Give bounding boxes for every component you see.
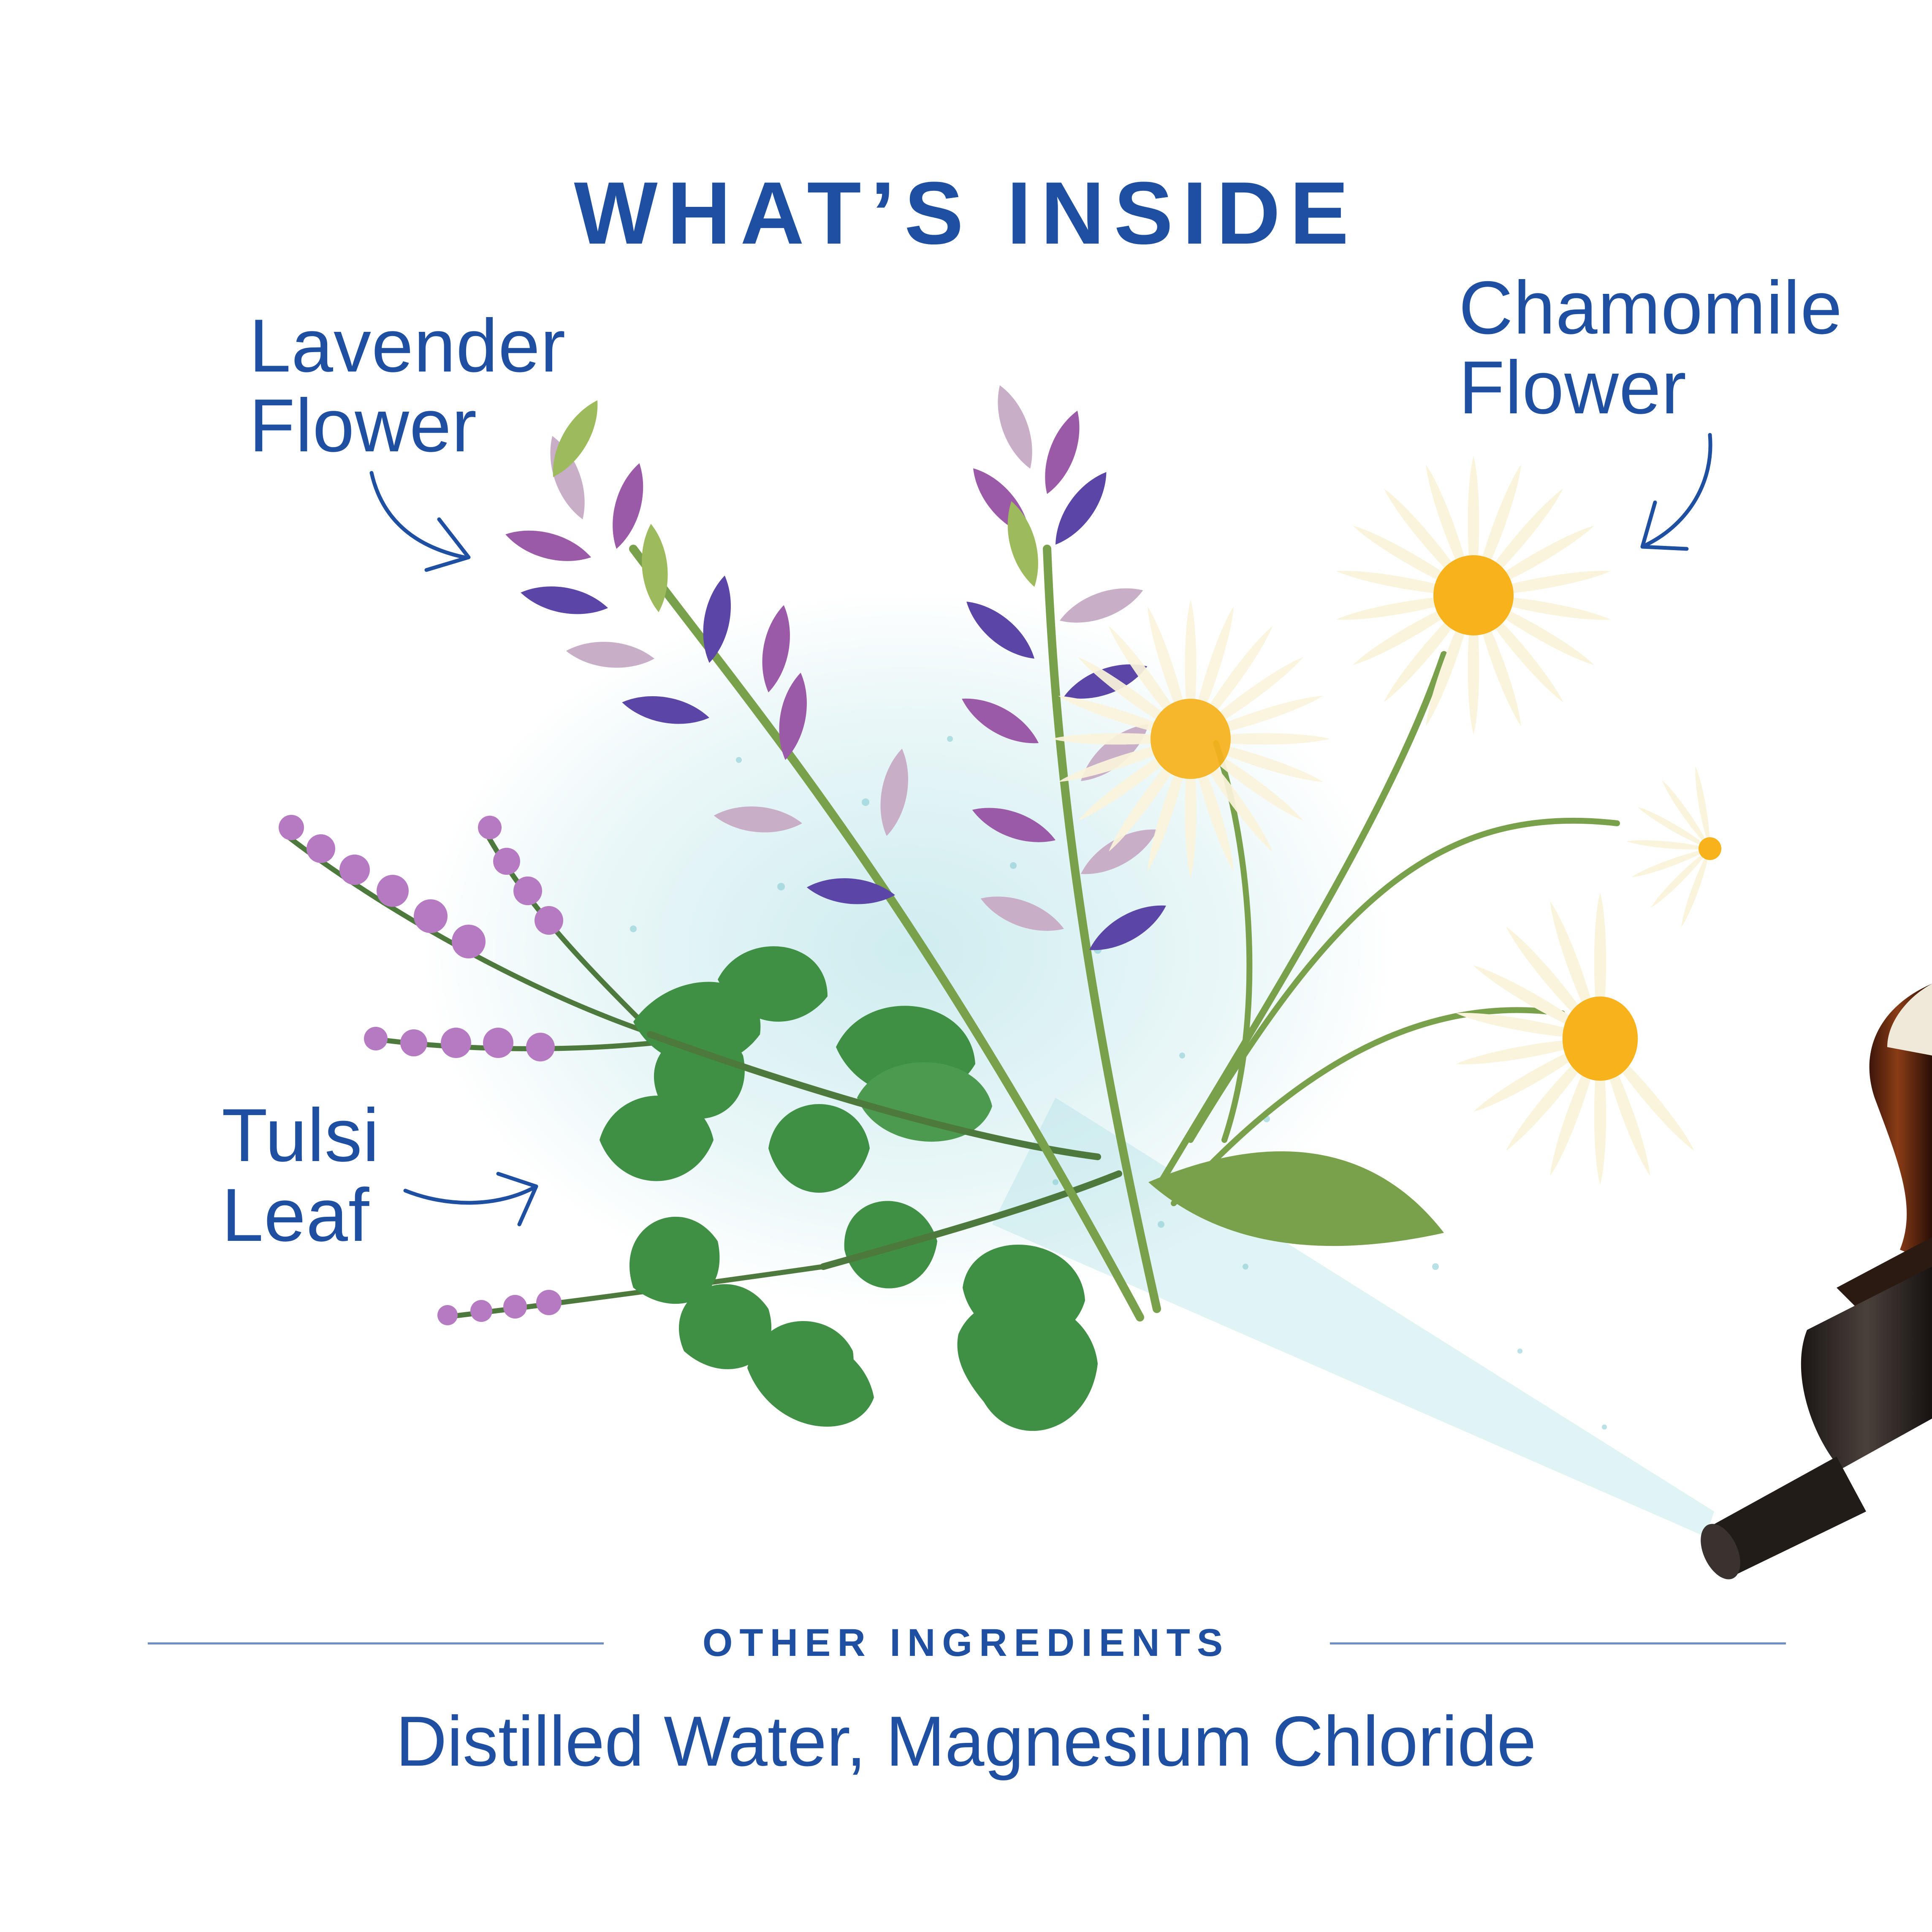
other-ingredients-heading: OTHER INGREDIENTS	[702, 1621, 1230, 1664]
divider	[148, 1642, 604, 1644]
page-title: WHAT’S INSIDE	[574, 163, 1358, 263]
ingredient-label-line: Leaf	[222, 1172, 370, 1257]
spray-bottle-image	[1701, 984, 1932, 1579]
arrow-icon	[403, 1172, 538, 1226]
ingredient-label-line: Chamomile	[1459, 266, 1843, 350]
chamomile-flowers	[1051, 456, 1721, 1185]
stems	[629, 545, 1620, 1321]
ingredient-label-line: Flower	[1459, 345, 1687, 429]
ingredient-label-line: Flower	[249, 383, 478, 467]
ingredient-label-chamomile: Chamomile Flower	[1459, 268, 1842, 427]
base-leaf	[1148, 1151, 1444, 1246]
tulsi-flowers	[279, 815, 563, 1325]
ingredient-label-line: Tulsi	[222, 1093, 380, 1177]
spray-cone	[992, 1098, 1714, 1537]
tulsi-leaves	[600, 946, 1098, 1431]
arrow-icon	[1640, 433, 1712, 551]
ingredient-label-tulsi: Tulsi Leaf	[222, 1093, 380, 1257]
divider	[1330, 1642, 1786, 1644]
other-ingredients-list: Distilled Water, Magnesium Chloride	[396, 1701, 1536, 1781]
ingredient-label-lavender: Lavender Flower	[249, 306, 566, 465]
ingredient-label-line: Lavender	[249, 304, 566, 388]
arrow-icon	[369, 471, 471, 572]
